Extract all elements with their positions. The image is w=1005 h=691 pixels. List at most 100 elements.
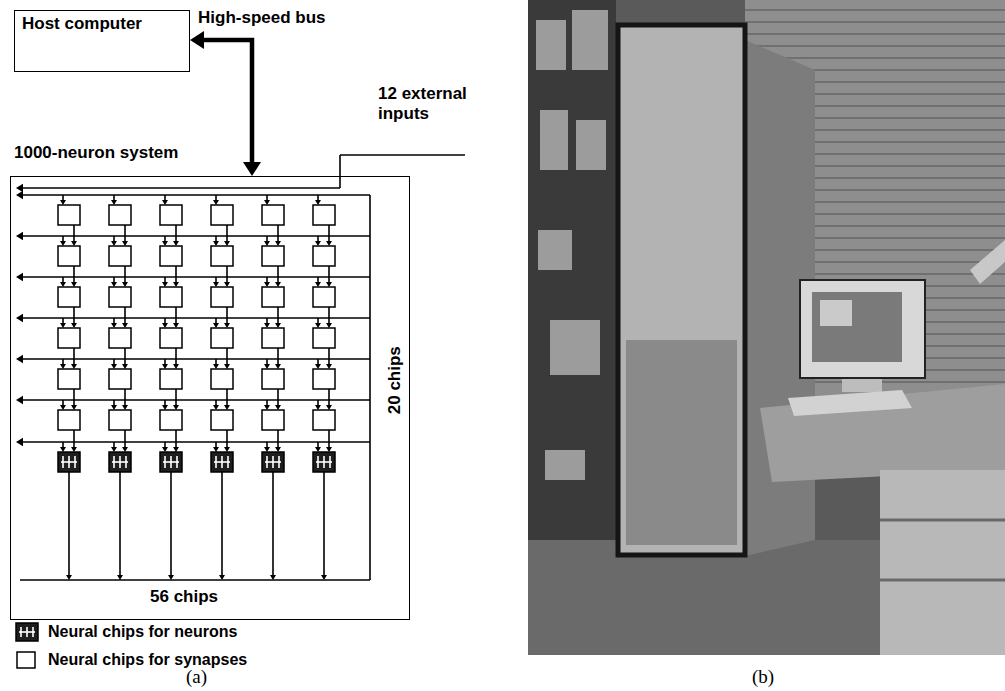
wire	[164, 195, 166, 200]
wire	[266, 442, 268, 447]
synapse-chip	[160, 328, 182, 348]
chip-marking	[112, 456, 128, 468]
wire	[20, 187, 340, 189]
wire	[62, 236, 64, 241]
synapse-chip	[17, 652, 35, 668]
wire	[339, 155, 341, 188]
synapse-chip	[109, 328, 131, 348]
wire	[73, 225, 75, 241]
wire	[266, 195, 268, 200]
synapse-chip	[313, 287, 335, 307]
neuron-chip	[211, 452, 233, 472]
wire	[124, 389, 126, 405]
synapse-chip	[109, 410, 131, 430]
wire	[226, 348, 228, 364]
wire	[340, 154, 465, 156]
chip-marking	[19, 627, 35, 637]
wire	[175, 225, 177, 241]
arrow-head	[270, 575, 276, 580]
wire	[328, 225, 330, 241]
wire	[277, 266, 279, 282]
chip-marking	[214, 456, 230, 468]
system-heading: 1000-neuron system	[14, 143, 178, 163]
synapse-chip	[109, 369, 131, 389]
wire	[164, 442, 166, 447]
wire	[215, 359, 217, 364]
wire	[113, 442, 115, 447]
mark	[61, 461, 77, 463]
synapse-chip	[211, 205, 233, 225]
box-title: Host computer	[22, 14, 142, 34]
wire	[215, 442, 217, 447]
wire	[266, 277, 268, 282]
wire	[73, 348, 75, 364]
synapse-chip	[58, 410, 80, 430]
neuron-chip	[109, 452, 131, 472]
wire	[277, 389, 279, 405]
wire	[317, 318, 319, 323]
wire	[369, 195, 371, 580]
synapse-chip	[262, 410, 284, 430]
wire	[277, 430, 279, 447]
mark	[112, 461, 128, 463]
wire	[20, 579, 370, 581]
synapse-chip	[58, 205, 80, 225]
wire	[113, 236, 115, 241]
wire	[62, 195, 64, 200]
arrow-head	[117, 575, 123, 580]
synapse-chip	[211, 410, 233, 430]
synapse-chip	[313, 246, 335, 266]
wire	[164, 318, 166, 323]
synapse-chip	[109, 287, 131, 307]
synapse-chip	[58, 246, 80, 266]
arrow-head	[243, 162, 261, 176]
wire	[215, 236, 217, 241]
wire	[317, 400, 319, 405]
arrow-head	[16, 232, 23, 240]
wire	[175, 430, 177, 447]
synapse-chip	[313, 205, 335, 225]
wire	[215, 400, 217, 405]
wire	[226, 389, 228, 405]
chip-array	[16, 155, 465, 580]
neuron-chip	[16, 623, 38, 641]
wire	[266, 400, 268, 405]
arrow-head	[168, 575, 174, 580]
wire	[221, 472, 223, 575]
wire	[113, 318, 115, 323]
wire	[226, 307, 228, 323]
wire	[124, 430, 126, 447]
synapse-chip	[160, 410, 182, 430]
chip-marking	[265, 456, 281, 468]
wire	[170, 472, 172, 575]
wire	[266, 236, 268, 241]
wire	[317, 195, 319, 200]
wire	[164, 400, 166, 405]
wire	[328, 430, 330, 447]
neuron-chip	[58, 452, 80, 472]
synapse-chip	[262, 246, 284, 266]
wire	[277, 348, 279, 364]
synapse-chip	[262, 287, 284, 307]
mark	[316, 461, 332, 463]
wire	[124, 348, 126, 364]
panel-label: (b)	[752, 666, 774, 689]
wire	[317, 442, 319, 447]
wire	[328, 307, 330, 323]
synapse-chip	[160, 205, 182, 225]
wire	[113, 359, 115, 364]
wire	[119, 472, 121, 575]
wire	[328, 266, 330, 282]
wire	[113, 277, 115, 282]
synapse-chip	[313, 328, 335, 348]
wire	[73, 307, 75, 323]
synapse-chip	[262, 369, 284, 389]
synapse-chip	[211, 328, 233, 348]
chip-marking	[163, 456, 179, 468]
dimension-label: 20 chips	[385, 346, 405, 414]
cabinet-front	[618, 25, 745, 555]
arrow-head	[321, 575, 327, 580]
wire	[68, 472, 70, 575]
synapse-chip	[109, 205, 131, 225]
arrow-head	[16, 191, 23, 199]
